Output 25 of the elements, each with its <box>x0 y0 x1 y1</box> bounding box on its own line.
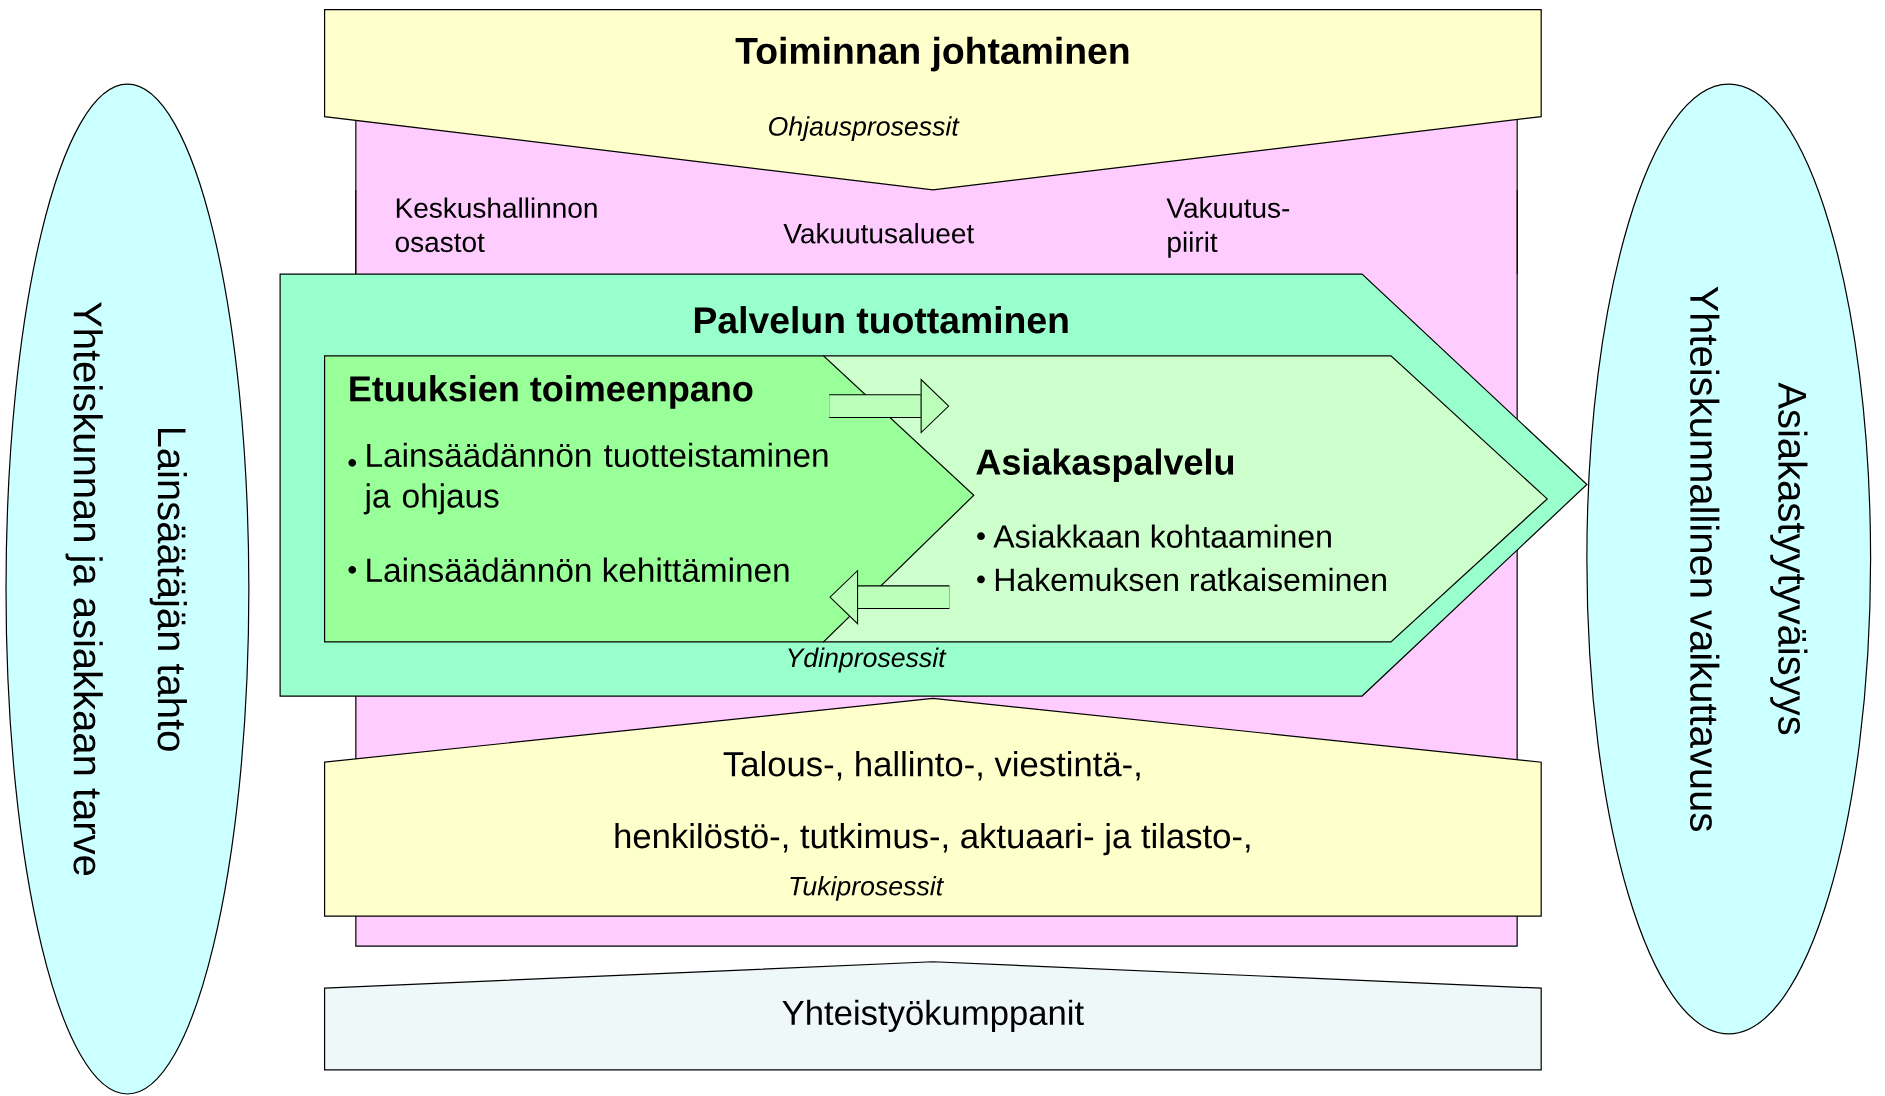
bullet-item: Hakemuksen ratkaiseminen <box>977 567 1386 591</box>
process-label: Yhteistyökumppanit <box>782 999 1084 1032</box>
bullet-item: Lainsäädännön kehittäminen <box>348 557 789 582</box>
chevron-box <box>324 355 975 643</box>
area-label: Vakuutusalueet <box>783 222 975 244</box>
process-label: Ohjausprosessit <box>769 116 960 141</box>
process-label: Talous-, hallinto-, viestintä-, <box>723 750 1140 781</box>
ellipse <box>1586 83 1872 1035</box>
process-label: henkilöstö-, tutkimus-, aktuaari- ja tilasto-, <box>615 822 1250 856</box>
chevron-banner <box>324 697 1542 917</box>
process-label: Tukiprosessit <box>790 875 944 901</box>
ellipse-label: Yhteiskunnan ja asiakkaan tarve <box>65 301 103 875</box>
heading: Toiminnan johtaminen <box>735 36 1129 72</box>
chevron-banner <box>324 960 1542 1071</box>
process-label: Ydinprosessit <box>788 647 947 673</box>
ellipse-label: Lainsäätäjän tahto <box>149 428 187 751</box>
bullet-item: Asiakkaan kohtaaminen <box>977 524 1331 548</box>
bullet-item: Lainsäädännön tuotteistaminen ja ohjaus <box>348 442 828 515</box>
heading: Asiakaspalvelu <box>976 448 1234 482</box>
ellipse <box>5 83 250 1095</box>
chevron-banner <box>324 8 1542 191</box>
ellipse-label: Yhteiskunnallinen vaikuttavuus <box>1690 286 1720 831</box>
ellipse-label: Asiakastyytyväisyys <box>1770 382 1808 735</box>
heading: Etuuksien toimeenpano <box>350 374 753 409</box>
heading: Palvelun tuottaminen <box>694 305 1068 334</box>
